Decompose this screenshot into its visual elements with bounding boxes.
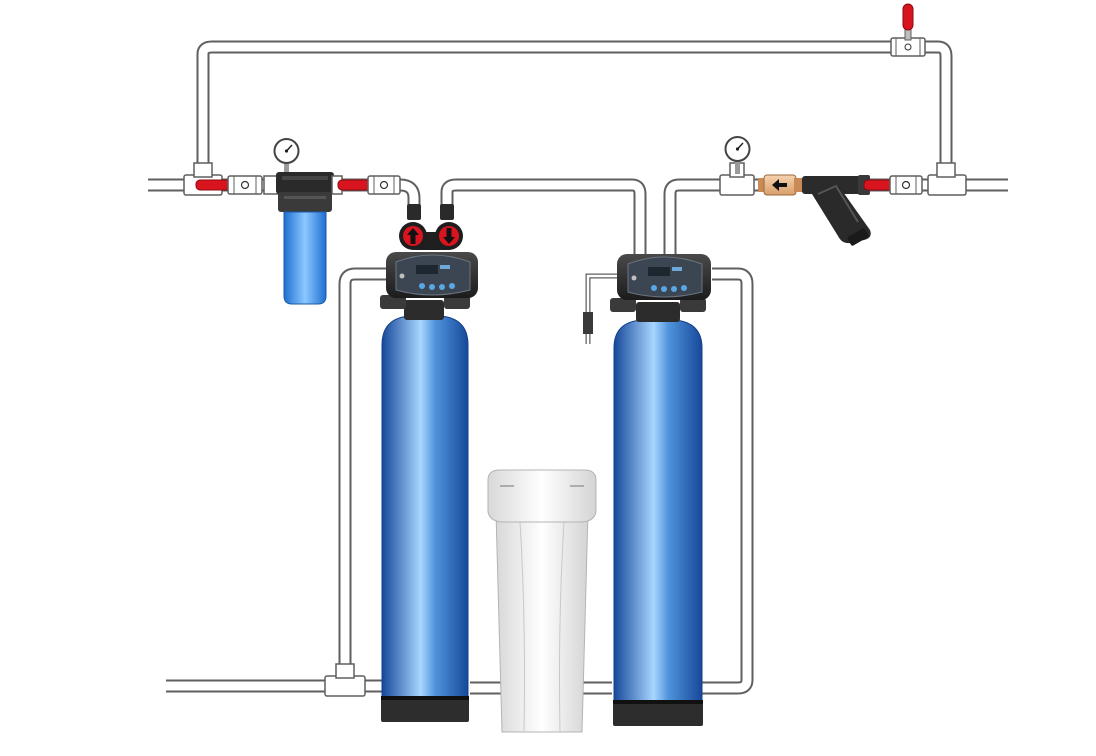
pressure-gauge-icon [273, 138, 300, 176]
bypass-inlet-outlet-adapter [399, 204, 463, 250]
ball-valve-icon [337, 175, 401, 195]
tank-body [613, 319, 703, 705]
tank-base [381, 696, 469, 722]
check-valve-arrow-icon [758, 174, 802, 196]
brine-tank [487, 469, 597, 733]
pipe-network [148, 40, 1008, 697]
ball-valve-icon [195, 175, 263, 195]
control-valve-head [610, 254, 711, 322]
cartridge-prefilter [263, 138, 343, 305]
flow-down-arrow-icon [439, 226, 459, 246]
brine-line [583, 273, 617, 344]
tee-fitting-drain [324, 663, 366, 697]
tank-base [613, 700, 703, 726]
ball-valve-icon [863, 175, 923, 195]
pipe-bypass-loop [196, 40, 953, 185]
tank-body [381, 315, 469, 701]
pipe-softener1-to-softener2 [440, 178, 647, 258]
bypass-valve-icon [890, 3, 926, 57]
control-valve-head [380, 252, 478, 320]
tee-fitting-gauge-right [719, 162, 755, 196]
softener-tank-1 [380, 204, 478, 722]
softener-tank-2 [583, 254, 711, 726]
pressure-gauge-icon [724, 136, 751, 174]
strainer-filter-icon [802, 175, 871, 246]
pipe-softener2-drain [702, 267, 754, 695]
flow-up-arrow-icon [403, 226, 423, 246]
tee-fitting-outlet [927, 162, 967, 196]
